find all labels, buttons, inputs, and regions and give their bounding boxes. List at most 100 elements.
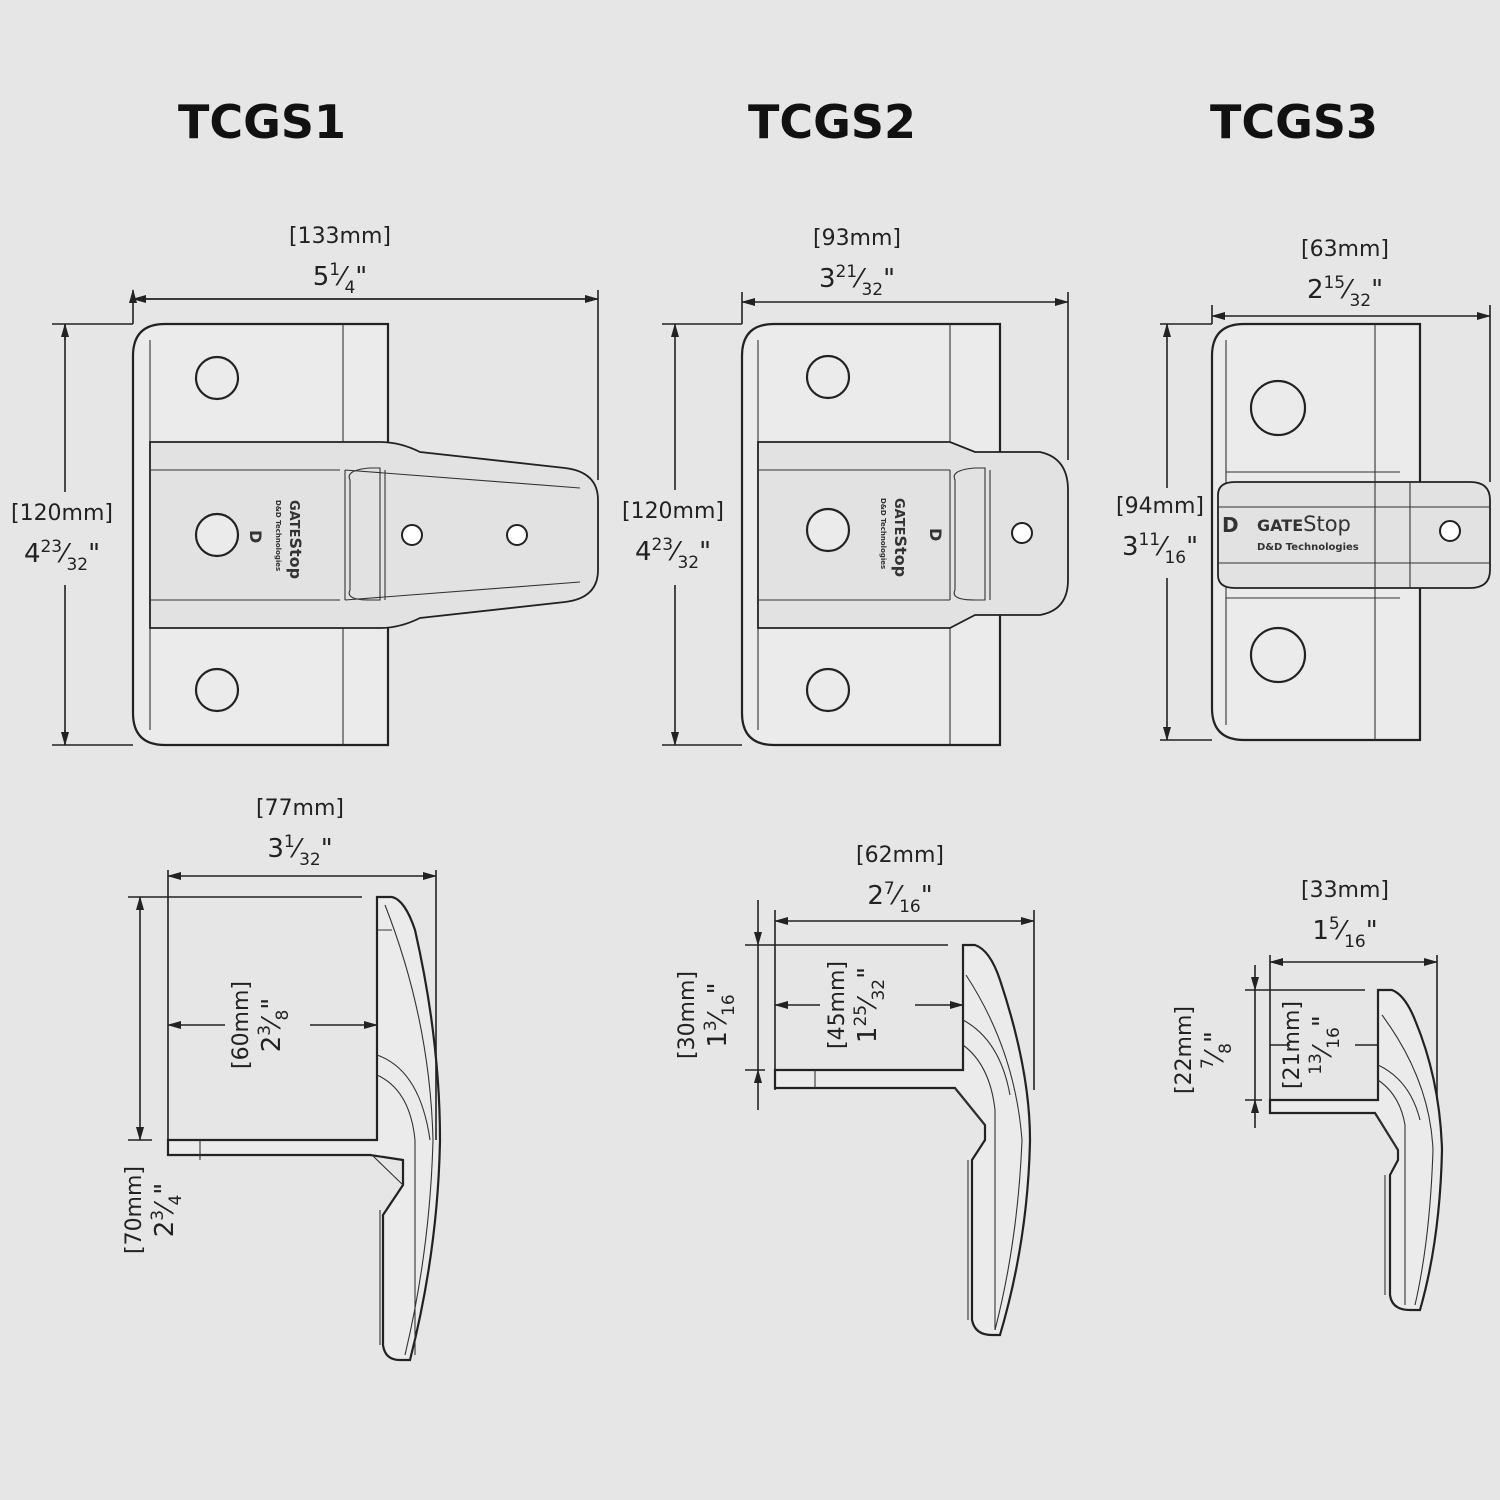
svg-text:D&D Technologies: D&D Technologies <box>879 498 887 569</box>
fraction-num: 5 <box>1329 914 1340 934</box>
fraction-den: 16 <box>1344 932 1366 952</box>
title-tcgs2: TCGS2 <box>748 95 916 149</box>
fraction-num: 1 <box>329 260 340 280</box>
fraction-whole: 1 <box>1312 916 1329 946</box>
svg-text:D&D Technologies: D&D Technologies <box>274 500 282 571</box>
svg-text:D: D <box>1222 513 1239 537</box>
tcgs1-front-view: GATEStop D&D Technologies D <box>52 290 599 747</box>
dimension-mm: [30mm] <box>675 971 700 1059</box>
fraction-den: 16 <box>719 994 739 1016</box>
dimension-mm: [77mm] <box>256 796 344 821</box>
dimension-mm: [45mm] <box>825 961 850 1049</box>
fraction-den: 16 <box>1164 548 1186 568</box>
dimension-mm: [22mm] <box>1172 1006 1197 1094</box>
fraction-num: 7 <box>1198 1058 1218 1069</box>
mounting-hole <box>194 355 240 401</box>
dimension-inches: 423⁄32" <box>635 535 711 573</box>
dimension-side-width: [62mm] 27⁄16" <box>856 843 944 917</box>
dimension-mm: [133mm] <box>289 224 391 249</box>
dimension-mm: [60mm] <box>229 981 254 1069</box>
tcgs2-front-view: GATEStop D&D Technologies D <box>662 292 1069 747</box>
dimension-inches: 23⁄4" <box>148 1183 186 1238</box>
dimension-mm: [70mm] <box>122 1166 147 1254</box>
dimension-mm: [63mm] <box>1301 237 1389 262</box>
fraction-den: 16 <box>899 897 921 917</box>
dimension-side-inner: [60mm]23⁄8" <box>229 981 293 1069</box>
dimension-inches: 27⁄16" <box>867 879 932 917</box>
fraction-den: 32 <box>66 555 88 575</box>
fraction-whole: 2 <box>257 1036 287 1053</box>
fraction-whole: 3 <box>267 834 284 864</box>
pin-hole <box>1011 522 1033 544</box>
dimension-mm: [33mm] <box>1301 878 1389 903</box>
fraction-whole: 4 <box>24 539 41 569</box>
svg-text:GATEStop: GATEStop <box>286 500 305 579</box>
dimension-mm: [21mm] <box>1280 1001 1305 1089</box>
fraction-den: 32 <box>299 850 321 870</box>
fraction-den: 32 <box>861 280 883 300</box>
pin-hole <box>1439 520 1461 542</box>
fraction-num: 3 <box>701 1020 721 1031</box>
fraction-num: 23 <box>651 535 673 555</box>
tcgs1-side-view <box>128 870 442 1362</box>
fraction-num: 23 <box>40 537 62 557</box>
dimension-inches: 13⁄16" <box>1306 1015 1344 1075</box>
fraction-whole: 3 <box>819 264 836 294</box>
mounting-hole <box>1249 626 1307 684</box>
tcgs3-front-view: D GATEStop D&D Technologies <box>1160 305 1491 742</box>
mounting-hole <box>194 667 240 713</box>
dimension-side-inner: [21mm]13⁄16" <box>1280 1001 1344 1089</box>
fraction-den: 8 <box>1216 1043 1236 1054</box>
svg-text:GATEStop: GATEStop <box>1257 512 1351 536</box>
svg-text:D: D <box>246 530 265 543</box>
dimension-inches: 125⁄32" <box>851 967 889 1043</box>
dimension-side-height: [70mm]23⁄4" <box>122 1166 186 1254</box>
fraction-den: 8 <box>273 1010 293 1021</box>
mounting-hole <box>805 667 851 713</box>
dimension-inches: 51⁄4" <box>313 260 368 298</box>
dimension-inches: 423⁄32" <box>24 537 100 575</box>
gatestop-logo: D GATEStop D&D Technologies <box>1222 512 1359 553</box>
gatestop-logo: GATEStop D&D Technologies D <box>879 498 945 577</box>
dimension-front-width: [93mm]321⁄32" <box>813 226 901 300</box>
dimension-front-height: [120mm] 423⁄32" <box>11 501 113 575</box>
dimension-inches: 15⁄16" <box>1312 914 1377 952</box>
dimension-side-height: [30mm]13⁄16" <box>675 971 739 1059</box>
dimension-mm: [120mm] <box>11 501 113 526</box>
dimension-front-height: [94mm]311⁄16" <box>1116 494 1204 568</box>
fraction-den: 32 <box>1349 291 1371 311</box>
dimension-inches: 13⁄16" <box>701 982 739 1047</box>
svg-text:D&D Technologies: D&D Technologies <box>1257 542 1359 553</box>
pin-hole <box>506 524 528 546</box>
dimension-inches: 311⁄16" <box>1122 530 1198 568</box>
dimension-side-width: [77mm] 31⁄32" <box>256 796 344 870</box>
fraction-whole: 3 <box>1122 532 1139 562</box>
dimension-front-width: [63mm]215⁄32" <box>1301 237 1389 311</box>
tcgs3-side-view <box>1245 955 1444 1312</box>
fraction-num: 3 <box>255 1025 275 1036</box>
title-tcgs3: TCGS3 <box>1210 95 1378 149</box>
fraction-whole: 2 <box>150 1221 180 1238</box>
dimension-mm: [120mm] <box>622 499 724 524</box>
fraction-whole: 1 <box>853 1027 883 1044</box>
fraction-num: 25 <box>851 1005 871 1027</box>
fraction-num: 13 <box>1306 1053 1326 1075</box>
dimension-mm: [62mm] <box>856 843 944 868</box>
fraction-whole: 4 <box>635 537 652 567</box>
svg-text:D: D <box>926 528 945 541</box>
fraction-den: 4 <box>344 278 355 298</box>
mounting-hole <box>805 354 851 400</box>
mounting-hole <box>1249 379 1307 437</box>
dimension-front-width: [133mm] 51⁄4" <box>289 224 391 298</box>
fraction-den: 16 <box>1324 1027 1344 1049</box>
dimension-inches: 31⁄32" <box>267 832 332 870</box>
gatestop-logo: GATEStop D&D Technologies D <box>246 500 305 579</box>
dimension-side-inner: [45mm]125⁄32" <box>825 961 889 1049</box>
dimension-front-height: [120mm] 423⁄32" <box>622 499 724 573</box>
svg-text:GATEStop: GATEStop <box>891 498 910 577</box>
fraction-num: 3 <box>148 1210 168 1221</box>
mounting-hole <box>194 512 240 558</box>
fraction-whole: 2 <box>1307 275 1324 305</box>
